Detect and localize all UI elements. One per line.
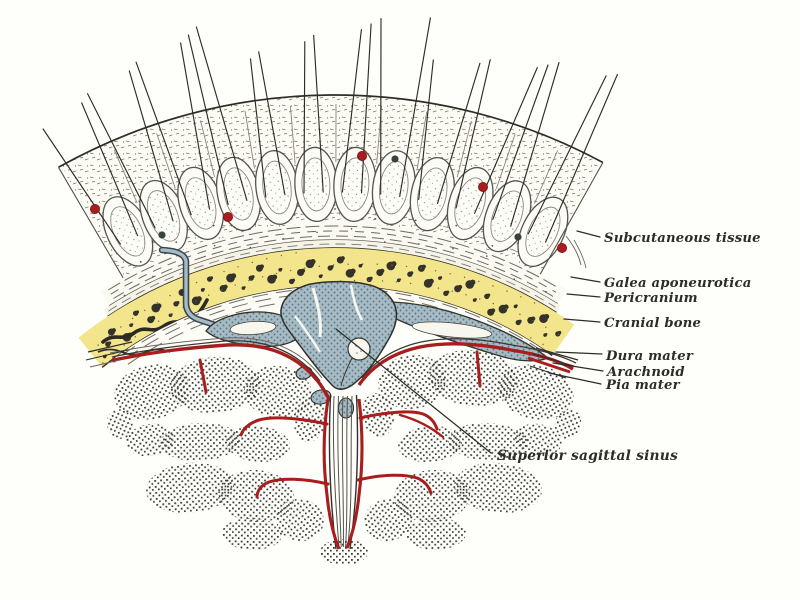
label-pericranium: Pericranium bbox=[603, 291, 698, 306]
galea-aponeurotica-layer bbox=[100, 222, 587, 307]
label-pia-mater: Pia mater bbox=[605, 378, 681, 393]
scalp-subcutaneous-layer bbox=[42, 17, 618, 279]
leader-pia-mater bbox=[548, 372, 602, 385]
leader-subcutaneous-tissue bbox=[576, 230, 601, 238]
label-cranial-bone: Cranial bone bbox=[604, 316, 701, 331]
leader-galea-aponeurotica bbox=[570, 276, 601, 283]
label-dura-mater: Dura mater bbox=[605, 349, 694, 364]
label-arachnoid: Arachnoid bbox=[605, 365, 685, 380]
label-superior-sagittal-sinus: Superior sagittal sinus bbox=[497, 448, 678, 464]
brain-hemispheres bbox=[106, 349, 582, 565]
leader-cranial-bone bbox=[563, 318, 601, 323]
label-subcutaneous-tissue: Subcutaneous tissue bbox=[604, 231, 761, 246]
leader-dura-mater bbox=[555, 351, 603, 355]
label-galea-aponeurotica: Galea aponeurotica bbox=[604, 276, 752, 291]
leader-arachnoid bbox=[552, 362, 604, 372]
cranial-bone-layer bbox=[78, 248, 575, 368]
sinus-and-lacunae bbox=[158, 246, 550, 419]
leader-pericranium bbox=[566, 293, 601, 298]
blood-vessels-and-falx bbox=[85, 337, 579, 550]
annotation-layer: Subcutaneous tissue Galea aponeurotica P… bbox=[335, 230, 761, 464]
leader-superior-sagittal-sinus bbox=[335, 328, 492, 454]
